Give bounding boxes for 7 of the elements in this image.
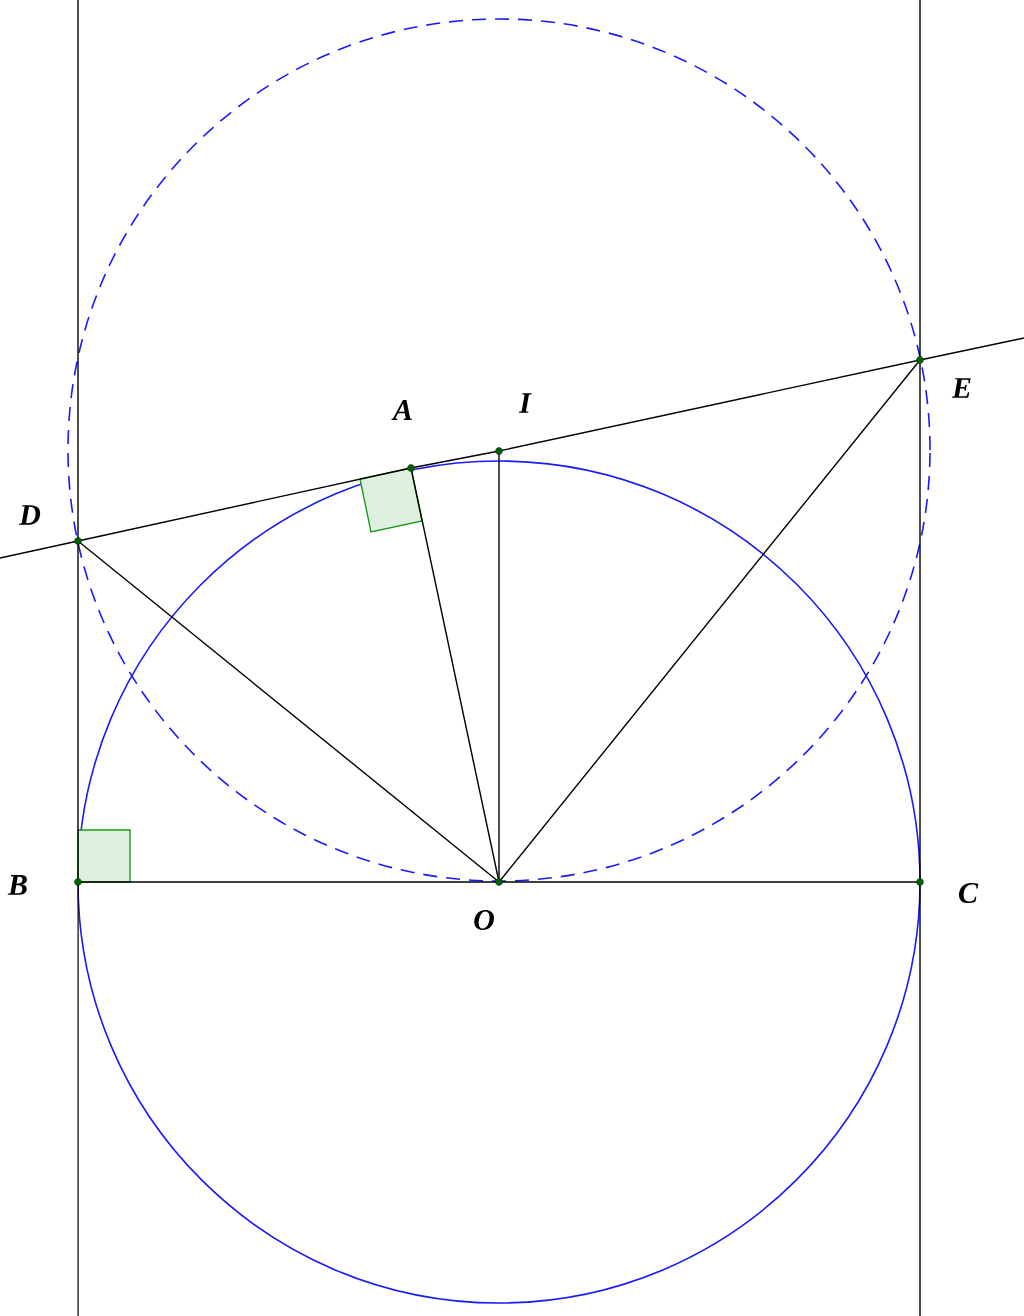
point-label: B <box>7 875 27 895</box>
point-label: C <box>959 882 979 904</box>
point-label: O <box>474 909 494 931</box>
point-label: E <box>951 378 971 398</box>
point-label: D <box>18 505 41 525</box>
point-label: I <box>518 393 532 413</box>
point-label: A <box>391 400 412 420</box>
